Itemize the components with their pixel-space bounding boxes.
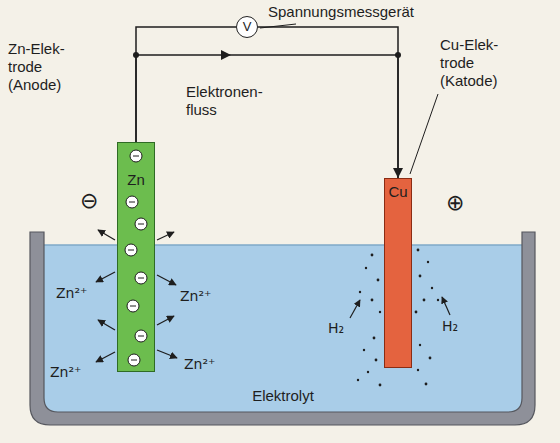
hydrogen-bubble — [417, 249, 420, 252]
node-text: Elektrolyt — [252, 387, 314, 404]
electron-symbol — [126, 196, 138, 208]
node-text: Cu — [388, 183, 407, 200]
ion-label: Zn²⁺ — [56, 285, 87, 302]
node-text: V — [243, 20, 252, 35]
ion-arrow — [157, 350, 177, 358]
bubble-arrow — [350, 300, 360, 318]
hydrogen-bubble — [363, 349, 365, 351]
electron-symbol — [127, 300, 139, 312]
electron-symbol — [128, 250, 134, 251]
electron-symbol — [130, 150, 142, 162]
part-label: Zn-Elek- trode (Anode) — [8, 40, 80, 94]
hydrogen-bubble — [371, 254, 374, 257]
hydrogen-bubble — [427, 261, 429, 263]
electrolyte-liquid — [44, 245, 522, 412]
ion-label: Zn²⁺ — [50, 364, 81, 381]
polarity-sign: ⊕ — [446, 190, 464, 216]
part-label: Spannungsmessgerät — [268, 3, 414, 21]
electron-symbol — [128, 354, 140, 366]
hydrogen-bubble — [375, 359, 378, 362]
hydrogen-bubble — [367, 371, 369, 373]
ion-label: Zn²⁺ — [184, 356, 215, 373]
leader-line — [410, 94, 438, 174]
leader-line — [260, 24, 438, 174]
bubble-arrow — [442, 297, 450, 315]
electron-symbol — [135, 272, 147, 284]
bath-vessel — [30, 232, 535, 425]
electron-symbol — [138, 336, 144, 337]
hydrogen-bubble — [371, 299, 374, 302]
hydrogen-bubble — [417, 369, 419, 371]
hydrogen-bubble — [429, 357, 432, 360]
hydrogen-bubble — [437, 299, 439, 301]
hydrogen-bubble — [423, 299, 426, 302]
ion-label: Zn²⁺ — [180, 288, 211, 305]
liquid-surface — [44, 244, 522, 246]
gas-label: H₂ — [442, 318, 458, 335]
electrode-body — [117, 142, 412, 372]
hydrogen-bubble — [357, 249, 439, 387]
polarity-sign: ⊖ — [80, 188, 98, 214]
bubble-arrow — [350, 297, 450, 318]
hydrogen-bubble — [373, 337, 376, 340]
copper-electrode: Cu — [384, 178, 412, 368]
hydrogen-bubble — [379, 311, 381, 313]
gas-label: H₂ — [328, 320, 344, 337]
hydrogen-bubble — [419, 275, 422, 278]
part-label: Cu-Elek- trode (Katode) — [440, 36, 518, 90]
node-text: Zn — [127, 171, 145, 188]
hydrogen-bubble — [357, 379, 359, 381]
hydrogen-bubble — [425, 383, 428, 386]
wire-connector — [136, 55, 398, 178]
zinc-electrode-fill — [117, 142, 155, 372]
vessel-wall — [30, 232, 535, 425]
electron-symbol — [135, 330, 147, 342]
ion-arrow — [157, 316, 174, 325]
ion-arrow — [98, 320, 115, 330]
ion-arrow — [157, 232, 174, 240]
hydrogen-bubble — [379, 384, 382, 387]
hydrogen-bubble — [431, 287, 433, 289]
wire-connector — [258, 27, 398, 178]
hydrogen-bubble — [419, 344, 421, 346]
electron-symbol — [135, 218, 147, 230]
electron-symbol — [125, 244, 137, 256]
hydrogen-bubble — [377, 279, 380, 282]
voltmeter-circle: V — [236, 16, 258, 38]
ion-arrow — [96, 230, 177, 362]
electron-symbol — [131, 360, 137, 361]
ion-arrow — [157, 275, 176, 285]
electron-symbol — [133, 156, 139, 157]
hydrogen-bubble — [415, 311, 418, 314]
ion-arrow — [96, 272, 115, 282]
electron-symbol — [129, 202, 135, 203]
electron-symbol — [138, 224, 144, 225]
hydrogen-bubble — [359, 291, 361, 293]
ion-arrow — [96, 352, 115, 362]
electron-symbol — [138, 278, 144, 279]
copper-electrode-fill — [384, 178, 412, 368]
flow-label: Elektronen- fluss — [186, 83, 276, 119]
ion-arrow — [98, 230, 115, 240]
electron-symbol — [125, 150, 147, 366]
zinc-electrode: Zn — [117, 142, 155, 372]
hydrogen-bubble — [365, 267, 367, 269]
electron-symbol — [130, 306, 136, 307]
